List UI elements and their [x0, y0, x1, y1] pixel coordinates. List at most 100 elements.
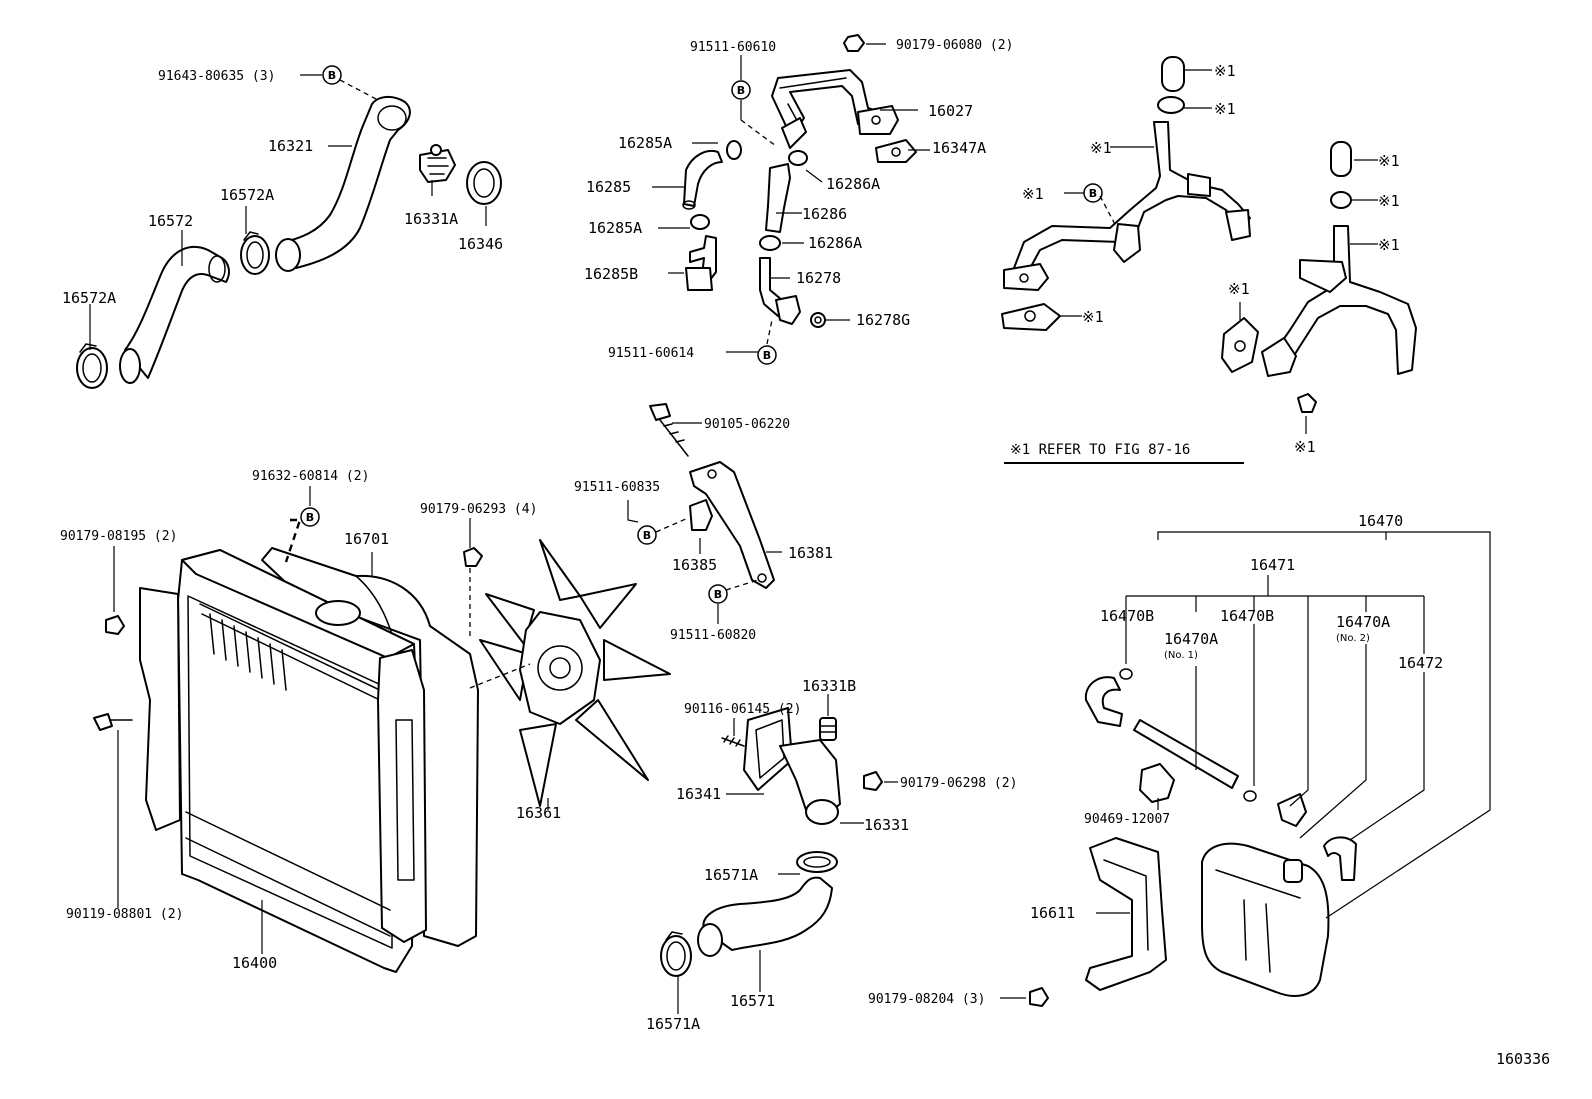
hose-clamp-16285A-2: [690, 214, 710, 230]
clamp-90469-12007: [1139, 763, 1175, 803]
radiator-bracket-left: [139, 587, 181, 831]
label-16278G: 16278G: [856, 311, 910, 329]
gasket-16346: [466, 161, 502, 205]
label-16341: 16341: [676, 785, 721, 803]
ref-hose-cap-1: [1161, 56, 1185, 92]
plug-16331B: [819, 717, 837, 741]
label-16027: 16027: [928, 102, 973, 120]
bolt-90179-08204: [1029, 987, 1049, 1007]
label-16331: 16331: [864, 816, 909, 834]
svg-text:B: B: [737, 84, 745, 97]
label-16346: 16346: [458, 235, 503, 253]
reserve-tank-cap: [1283, 859, 1303, 883]
bolt-marker-91511-60610: B: [731, 80, 751, 100]
ref-hose-cap-2: [1330, 141, 1352, 177]
label-16701: 16701: [344, 530, 389, 548]
label-16286A-2: 16286A: [808, 234, 862, 252]
hose-16470A-no2: [1277, 793, 1307, 827]
ref-clamp-1: [1157, 96, 1185, 114]
radiator-side-tank: [377, 649, 427, 943]
hose-clamp-16572A-left: [76, 343, 108, 389]
label-16331B: 16331B: [802, 677, 856, 695]
label-16286: 16286: [802, 205, 847, 223]
label-ref1-e: ※1: [1082, 308, 1104, 326]
hose-clamp-16572A-top: [240, 231, 270, 275]
label-16385: 16385: [672, 556, 717, 574]
label-16381: 16381: [788, 544, 833, 562]
label-90179-08204: 90179-08204 (3): [868, 992, 985, 1007]
bolt-marker-91632: B: [300, 507, 320, 527]
label-ref1-j: ※1: [1294, 438, 1316, 456]
label-ref1-a: ※1: [1214, 62, 1236, 80]
label-90179-06080: 90179-06080 (2): [896, 38, 1013, 53]
bypass-pipe-group: [682, 34, 917, 328]
label-no1: (No. 1): [1164, 650, 1198, 661]
svg-text:B: B: [306, 511, 314, 524]
label-16572A-left: 16572A: [62, 289, 116, 307]
ref-nut: [1297, 393, 1317, 413]
label-16470B-left: 16470B: [1100, 607, 1154, 625]
label-ref1-c: ※1: [1090, 139, 1112, 157]
bolt-marker-ref-1: B: [1083, 183, 1103, 203]
label-90119-08801: 90119-08801 (2): [66, 907, 183, 922]
svg-text:B: B: [1089, 187, 1097, 200]
hose-16472: [1323, 836, 1357, 881]
water-outlet-group: [660, 707, 883, 977]
label-16611: 16611: [1030, 904, 1075, 922]
ref-flange-left: [1003, 263, 1049, 291]
part-labels: 91643-80635 (3) 16321 16572A 16572 16331…: [60, 38, 1550, 1068]
label-16285A-1: 16285A: [618, 134, 672, 152]
label-16571A-upper: 16571A: [704, 866, 758, 884]
ref-clamp-2: [1330, 191, 1352, 209]
label-16470: 16470: [1358, 512, 1403, 530]
leader-lines: [89, 43, 1491, 1014]
bolt-marker-91643: B: [322, 65, 342, 85]
nut-90179-06293: [463, 547, 483, 567]
fan-16361: [479, 539, 671, 807]
label-ref1-f: ※1: [1378, 152, 1400, 170]
label-90179-08195: 90179-08195 (2): [60, 529, 177, 544]
gasket-16347A: [875, 139, 917, 163]
bolt-marker-91511-60835: B: [637, 525, 657, 545]
upper-hose-group: [76, 96, 502, 389]
radiator-hose-16571: [702, 876, 833, 951]
radiator-hose-16572: [124, 245, 230, 379]
reserve-tank-16471: [1201, 842, 1330, 997]
hose-16286: [765, 163, 791, 233]
svg-text:B: B: [714, 588, 722, 601]
label-ref1-i: ※1: [1228, 280, 1250, 298]
label-91511-60820: 91511-60820: [670, 628, 756, 643]
bracket-16381: [689, 461, 775, 589]
union-16285B: [685, 267, 713, 291]
label-16571A-lower: 16571A: [646, 1015, 700, 1033]
label-16471: 16471: [1250, 556, 1295, 574]
label-16361: 16361: [516, 804, 561, 822]
label-91511-60835: 91511-60835: [574, 480, 660, 495]
label-16286A-1: 16286A: [826, 175, 880, 193]
hose-16285: [683, 150, 723, 207]
svg-text:B: B: [763, 349, 771, 362]
label-91511-60614: 91511-60614: [608, 346, 694, 361]
bolt-90179-08195: [105, 615, 125, 635]
hose-16470B-left: [1084, 676, 1123, 727]
nut-90179-06080: [843, 34, 865, 52]
ref-pipe-right: [1275, 225, 1417, 375]
gasket-16341: [743, 707, 793, 791]
bolt-90105-06220: [649, 403, 689, 457]
label-16285: 16285: [586, 178, 631, 196]
bracket-16611: [1085, 837, 1167, 991]
ref-pipe-group: [1001, 56, 1417, 413]
label-ref1-h: ※1: [1378, 236, 1400, 254]
label-16347A: 16347A: [932, 139, 986, 157]
thermostat-16331A: [419, 144, 456, 183]
label-16572A-top: 16572A: [220, 186, 274, 204]
label-16321: 16321: [268, 137, 313, 155]
hose-clamp-16286A-2: [759, 235, 781, 251]
hose-clamp-16571A-upper: [796, 851, 838, 873]
ref-bracket-right: [1299, 259, 1347, 293]
ref-gasket-right: [1221, 317, 1259, 373]
label-16285A-2: 16285A: [588, 219, 642, 237]
label-16285B: 16285B: [584, 265, 638, 283]
ref-gasket-left: [1001, 303, 1061, 331]
hose-clamp-16286A-1: [788, 150, 808, 166]
